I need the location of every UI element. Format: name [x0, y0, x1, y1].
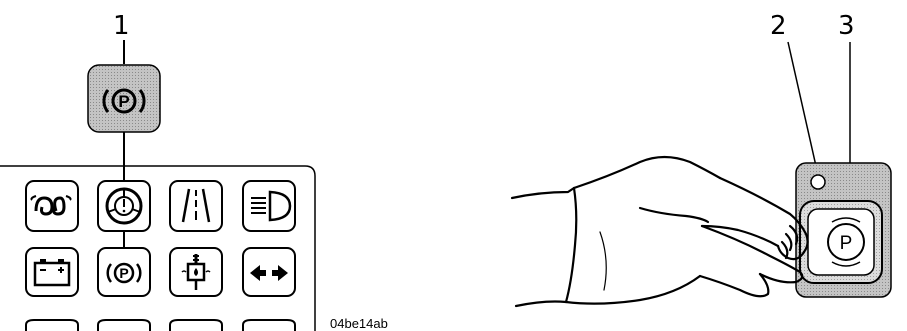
callout-2-label: 2 — [770, 11, 787, 41]
figure-code: 04be14ab — [330, 316, 388, 331]
indicator-battery — [26, 248, 78, 296]
indicator-coolant-temperature — [170, 248, 222, 296]
indicator-steering-warning — [98, 181, 150, 231]
svg-text:P: P — [118, 92, 129, 111]
indicator-lamp-icon — [811, 175, 825, 189]
hand-illustration — [512, 157, 808, 306]
callout-1-label: 1 — [113, 11, 130, 41]
svg-text:P: P — [840, 233, 853, 254]
large-parking-brake-indicator: P — [88, 65, 160, 132]
callout-2-leader — [788, 42, 818, 175]
svg-text:P: P — [119, 265, 128, 281]
indicator-parking-brake: P — [98, 248, 150, 296]
indicator-glow-plug — [26, 181, 78, 231]
indicator-turn-signal — [243, 248, 295, 296]
parking-brake-switch[interactable]: P — [800, 201, 882, 283]
indicator-road-lanes — [170, 181, 222, 231]
indicator-row-3-partial — [26, 320, 295, 331]
callout-3-label: 3 — [838, 11, 855, 41]
indicator-headlight — [243, 181, 295, 231]
